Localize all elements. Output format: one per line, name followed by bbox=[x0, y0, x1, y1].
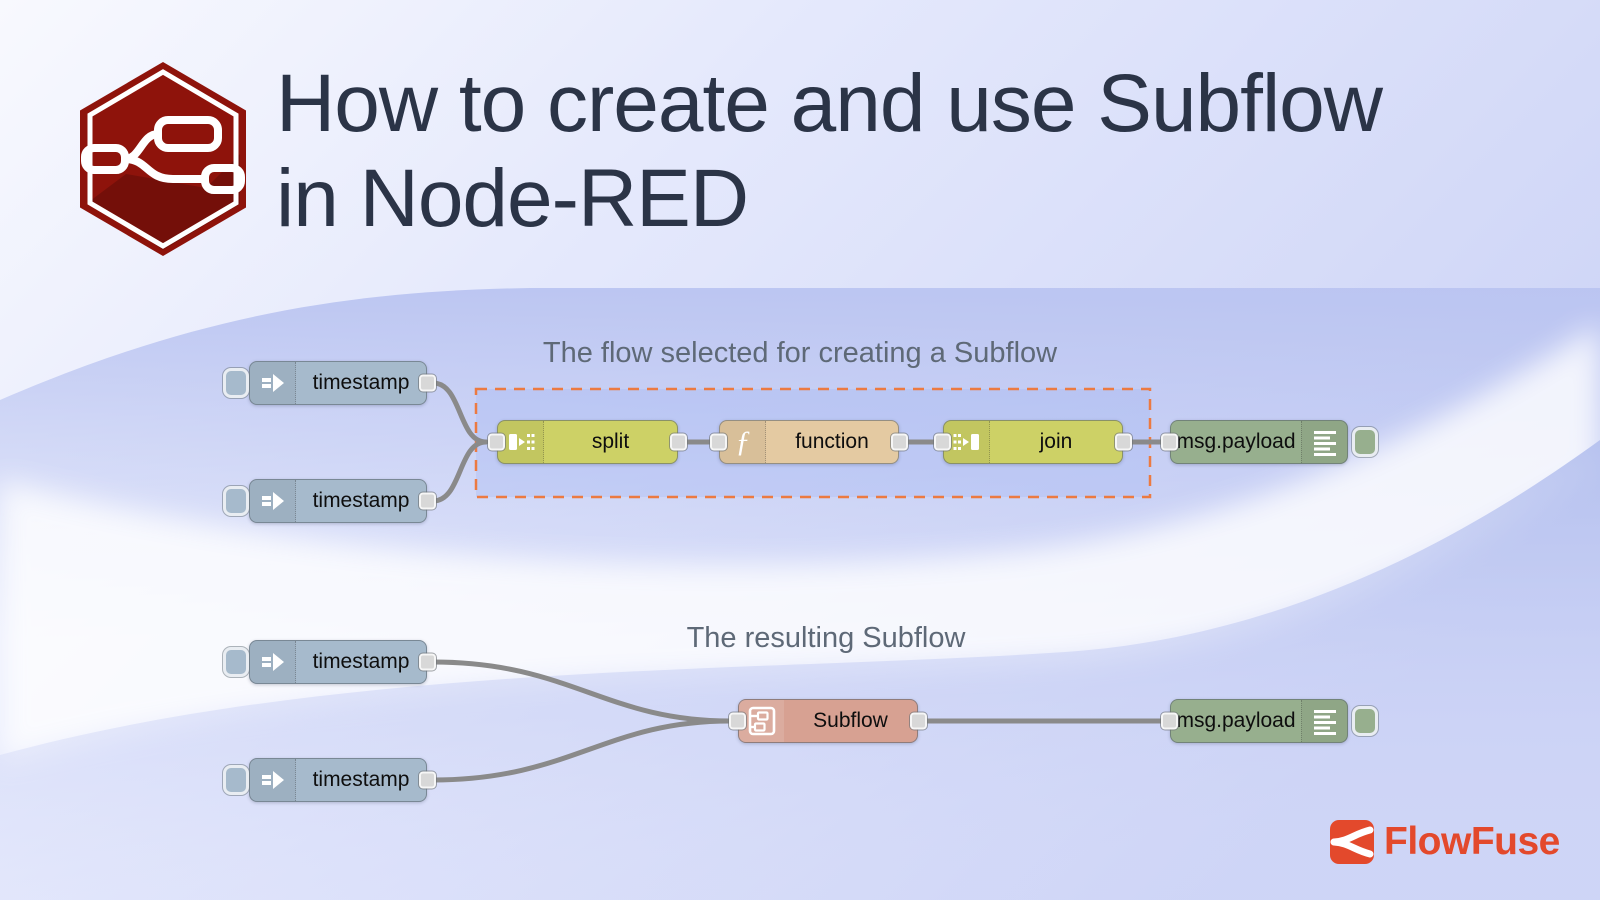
input-port[interactable] bbox=[729, 712, 746, 730]
node-label: timestamp bbox=[312, 650, 410, 673]
output-port[interactable] bbox=[1115, 433, 1132, 451]
wire-timestamp3-subflow bbox=[430, 659, 733, 724]
flow2-caption: The resulting Subflow bbox=[686, 622, 966, 654]
page-title: How to create and use Subflow in Node-RE… bbox=[276, 56, 1383, 246]
debug-list-icon bbox=[1301, 700, 1347, 742]
hexagon-inner-border bbox=[87, 69, 239, 249]
node-red-logo bbox=[78, 58, 248, 263]
node-red-flow-glyph bbox=[81, 116, 245, 194]
node-label: timestamp bbox=[312, 768, 410, 791]
inject-node-timestamp-1[interactable]: timestamp bbox=[223, 361, 436, 405]
flowfuse-wordmark: FlowFuse bbox=[1384, 820, 1560, 863]
output-port[interactable] bbox=[419, 653, 436, 671]
input-port[interactable] bbox=[1161, 433, 1178, 451]
node-label: msg.payload bbox=[1176, 430, 1296, 453]
node-label: timestamp bbox=[312, 489, 410, 512]
flowfuse-icon bbox=[1330, 820, 1374, 864]
node-label: timestamp bbox=[312, 371, 410, 394]
inject-button[interactable] bbox=[223, 368, 249, 398]
debug-list-icon bbox=[1301, 421, 1347, 463]
flow1-caption: The flow selected for creating a Subflow bbox=[542, 337, 1058, 369]
node-label: join bbox=[1039, 430, 1073, 453]
node-label: split bbox=[591, 430, 630, 453]
join-icon bbox=[944, 421, 990, 463]
inject-node-timestamp-2[interactable]: timestamp bbox=[223, 479, 436, 523]
wire-timestamp4-subflow bbox=[430, 718, 733, 783]
inject-node-timestamp-4[interactable]: timestamp bbox=[223, 758, 436, 802]
inject-button[interactable] bbox=[223, 647, 249, 677]
split-icon bbox=[498, 421, 544, 463]
inject-arrow-icon bbox=[250, 759, 296, 801]
inject-button[interactable] bbox=[223, 486, 249, 516]
debug-node-msg-payload-2[interactable]: msg.payload bbox=[1161, 699, 1378, 743]
wire-timestamp1-split bbox=[430, 380, 489, 445]
node-label: function bbox=[795, 430, 869, 453]
title-line-1: How to create and use Subflow bbox=[276, 58, 1383, 149]
output-port[interactable] bbox=[891, 433, 908, 451]
output-port[interactable] bbox=[910, 712, 927, 730]
output-port[interactable] bbox=[419, 771, 436, 789]
inject-arrow-icon bbox=[250, 362, 296, 404]
function-node[interactable]: ƒ function bbox=[710, 420, 908, 464]
debug-node-msg-payload-1[interactable]: msg.payload bbox=[1161, 420, 1378, 464]
input-port[interactable] bbox=[1161, 712, 1178, 730]
input-port[interactable] bbox=[710, 433, 727, 451]
subflow-node[interactable]: Subflow bbox=[729, 699, 927, 743]
node-label: msg.payload bbox=[1176, 709, 1296, 732]
function-f-icon: ƒ bbox=[720, 421, 766, 463]
input-port[interactable] bbox=[934, 433, 951, 451]
inject-arrow-icon bbox=[250, 641, 296, 683]
input-port[interactable] bbox=[488, 433, 505, 451]
debug-toggle-button[interactable] bbox=[1352, 427, 1378, 457]
node-red-hexagon bbox=[80, 62, 246, 256]
node-label: Subflow bbox=[813, 709, 888, 732]
debug-toggle-button[interactable] bbox=[1352, 706, 1378, 736]
wire-timestamp2-split bbox=[430, 439, 489, 504]
svg-text:ƒ: ƒ bbox=[735, 427, 750, 457]
split-node[interactable]: split bbox=[488, 420, 687, 464]
title-line-2: in Node-RED bbox=[276, 153, 749, 244]
flowfuse-logo: FlowFuse bbox=[1330, 820, 1560, 864]
inject-arrow-icon bbox=[250, 480, 296, 522]
inject-button[interactable] bbox=[223, 765, 249, 795]
output-port[interactable] bbox=[419, 492, 436, 510]
join-node[interactable]: join bbox=[934, 420, 1132, 464]
output-port[interactable] bbox=[419, 374, 436, 392]
output-port[interactable] bbox=[670, 433, 687, 451]
subflow-icon bbox=[739, 700, 784, 742]
inject-node-timestamp-3[interactable]: timestamp bbox=[223, 640, 436, 684]
